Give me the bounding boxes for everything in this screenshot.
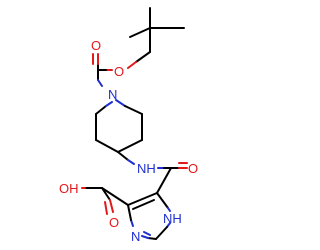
acid-oxygen-label: O — [109, 215, 119, 230]
bond-tbu-ester-o — [135, 51, 151, 63]
amide-nh-label: NH — [137, 161, 156, 176]
bond-c2-n3-b — [141, 235, 149, 239]
boc-carbamate — [92, 51, 151, 87]
imidazole-nh-label: NH — [163, 211, 182, 226]
amide-oxygen-label: O — [188, 161, 198, 176]
bond-c5-nh-b — [167, 207, 171, 212]
boc-carbonyl-oxygen-label: O — [91, 38, 101, 53]
acid-hydroxyl-label: OH — [59, 181, 79, 196]
tert-butyl-group — [129, 7, 185, 53]
carboxylic-acid — [81, 187, 129, 215]
bond-c2-c3-a — [124, 105, 143, 115]
bond-n3-c4-b — [127, 204, 132, 221]
imidazole-ring — [127, 192, 171, 240]
bond-n3-c4-a — [130, 219, 134, 227]
bond-c4-nh — [117, 151, 129, 161]
bond-c2b-n — [95, 105, 107, 115]
bond-c4-c5-double — [132, 199, 155, 210]
amide-linkage — [117, 151, 188, 194]
ester-oxygen-label: O — [114, 64, 124, 79]
bond-c4-c5 — [127, 192, 158, 206]
imidazole-nitrogen-label: N — [131, 229, 140, 244]
bond-ester-o-half — [127, 61, 137, 69]
piperidine-ring — [95, 99, 143, 153]
bond-carbonyl-n-half — [97, 79, 103, 87]
bond-carbonyl-ring — [156, 167, 172, 194]
bond-c4-c5-a — [117, 139, 143, 153]
structure-diagram: O O N NH O OH O NH N — [59, 7, 198, 244]
bond-n-c2b-half — [105, 101, 113, 107]
bond-tbu-me2 — [129, 27, 151, 38]
bond-c4-nh-half — [127, 159, 135, 165]
bond-c2-n3-double — [143, 231, 151, 236]
bond-c5-c6-b — [95, 139, 119, 153]
bond-acid-o-a — [101, 187, 111, 201]
bond-ring-acid-c — [101, 187, 129, 206]
bond-acid-o-c — [104, 201, 108, 215]
bond-nh-c2-b — [155, 226, 168, 240]
piperidine-nitrogen-label: N — [108, 87, 117, 102]
bond-c5-nh-a — [156, 192, 169, 209]
bond-n-c2a — [115, 99, 126, 107]
bond-acid-o-b — [109, 199, 114, 213]
bond-c2-n3-a — [147, 237, 157, 240]
